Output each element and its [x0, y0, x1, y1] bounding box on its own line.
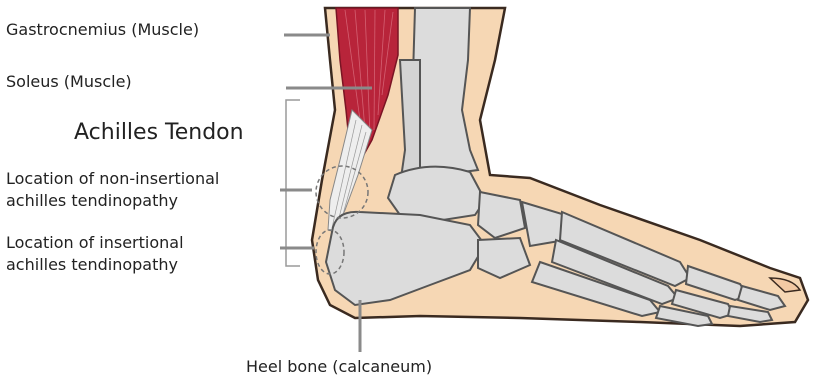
navicular-bone: [478, 192, 525, 238]
gastrocnemius-label: Gastrocnemius (Muscle): [6, 19, 199, 41]
non-insertional-label: Location of non-insertional achilles ten…: [6, 168, 219, 212]
soleus-label: Soleus (Muscle): [6, 71, 132, 93]
non-insertional-line-2: achilles tendinopathy: [6, 190, 219, 212]
achilles-bracket: [286, 100, 300, 266]
insertional-label: Location of insertional achilles tendino…: [6, 232, 184, 276]
insertional-line-1: Location of insertional: [6, 232, 184, 254]
heel-bone-label: Heel bone (calcaneum): [246, 356, 432, 378]
insertional-line-2: achilles tendinopathy: [6, 254, 184, 276]
non-insertional-line-1: Location of non-insertional: [6, 168, 219, 190]
achilles-tendon-label: Achilles Tendon: [74, 120, 244, 146]
